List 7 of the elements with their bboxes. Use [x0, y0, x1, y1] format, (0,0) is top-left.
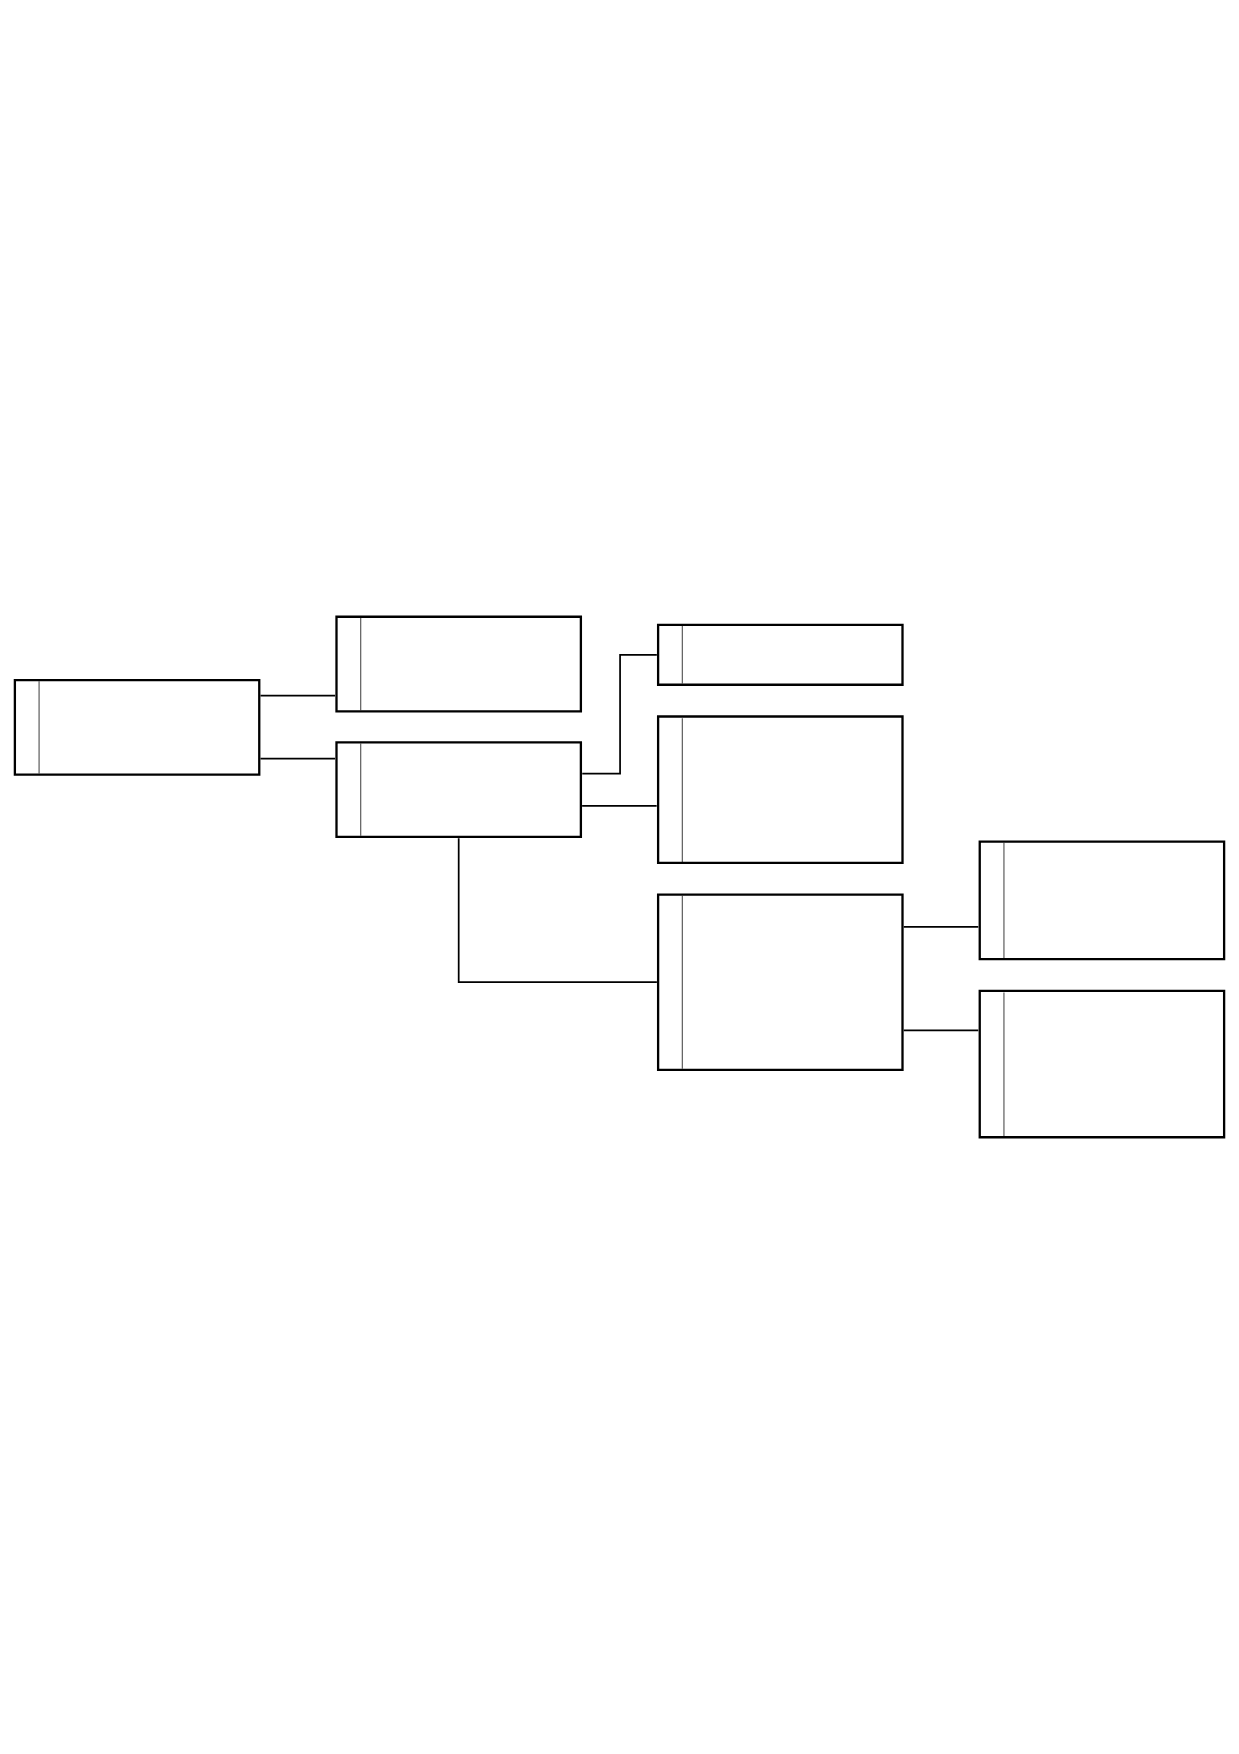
connector: [457, 837, 658, 984]
connector: [259, 694, 336, 697]
connector: [902, 1029, 980, 1032]
connector: [581, 653, 658, 775]
connector: [902, 926, 980, 928]
connector: [581, 804, 658, 807]
connector: [259, 757, 336, 760]
